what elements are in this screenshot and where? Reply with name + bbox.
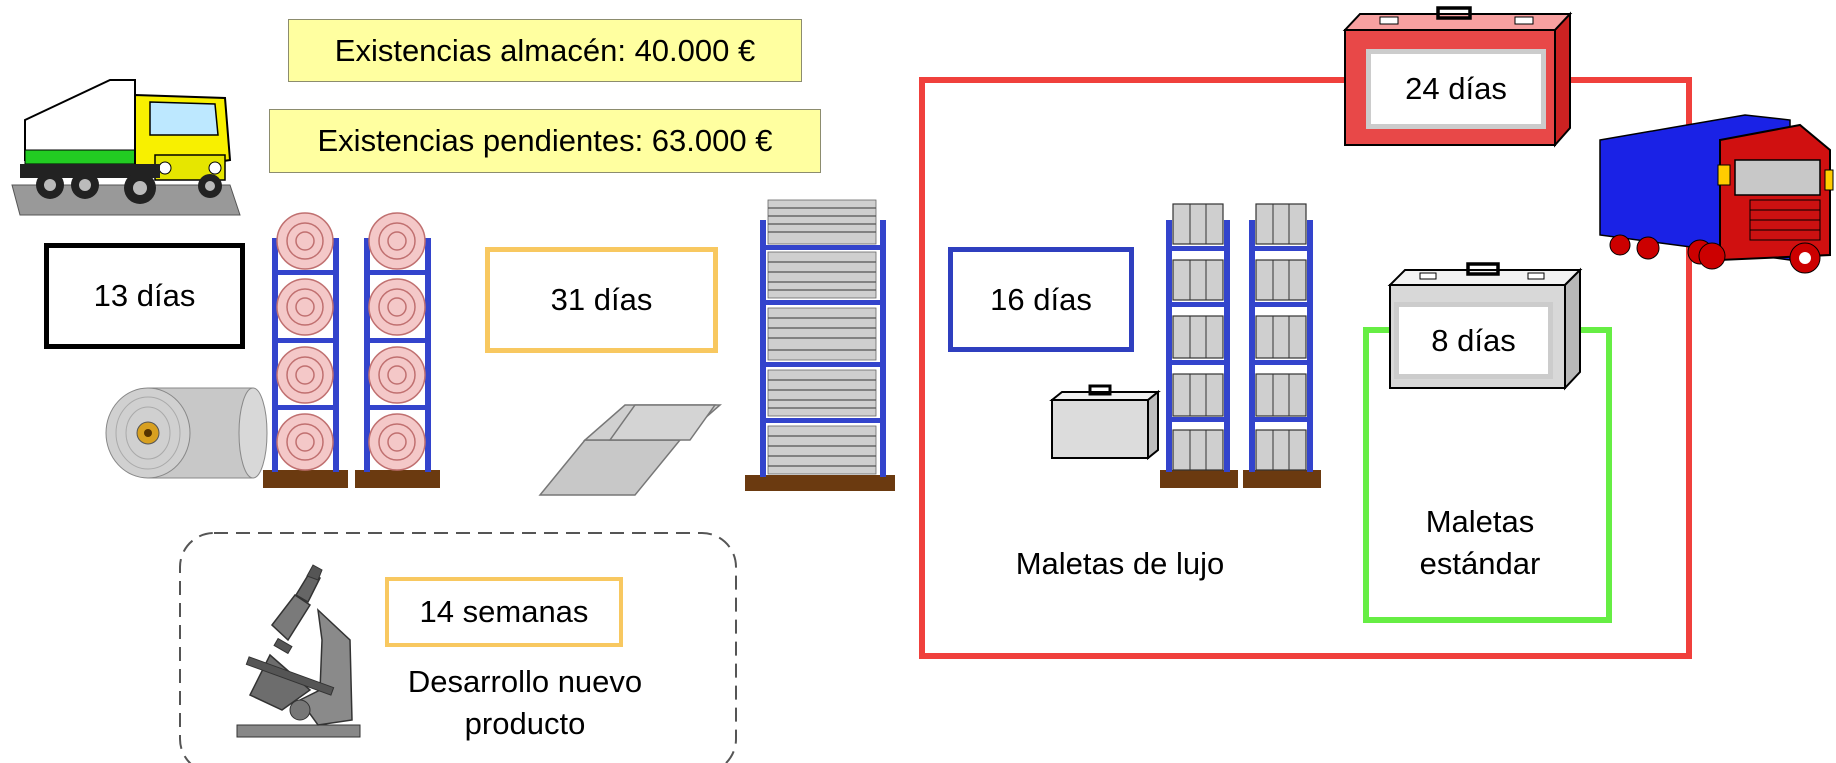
pending-stock-text: Existencias pendientes: 63.000 € [317, 123, 773, 158]
wip-days-box: 31 días [485, 247, 718, 353]
development-label-line2: producto [464, 706, 586, 741]
development-frame [179, 532, 737, 763]
standard-label-line2: estándar [1419, 546, 1541, 581]
raw-material-rack-2 [355, 212, 440, 488]
raw-material-days-value: 13 días [93, 278, 196, 313]
standard-suitcases-label: Maletas estándar [1390, 501, 1570, 585]
warehouse-stock-note: Existencias almacén: 40.000 € [288, 19, 802, 82]
cut-sheets-icon [538, 404, 722, 496]
pending-stock-note: Existencias pendientes: 63.000 € [269, 109, 821, 173]
standard-days-box: 8 días [1394, 302, 1553, 379]
total-days-box: 24 días [1366, 49, 1546, 129]
standard-label-line1: Maletas [1425, 504, 1535, 539]
development-weeks-value: 14 semanas [419, 594, 589, 629]
wip-days-value: 31 días [550, 282, 653, 317]
luxury-suitcases-label: Maletas de lujo [990, 543, 1250, 585]
delivery-truck-icon [1599, 114, 1834, 274]
total-days-value: 24 días [1405, 71, 1507, 106]
raw-material-rack-1 [263, 212, 348, 488]
development-label: Desarrollo nuevo producto [380, 661, 670, 745]
warehouse-stock-text: Existencias almacén: 40.000 € [334, 32, 756, 68]
luxury-label-text: Maletas de lujo [1015, 546, 1225, 581]
standard-days-value: 8 días [1431, 322, 1516, 358]
wip-rack [745, 199, 895, 491]
development-label-line1: Desarrollo nuevo [407, 664, 643, 699]
small-suitcase-icon [1049, 384, 1161, 461]
finished-goods-frame [919, 77, 1692, 659]
finished-rack-2 [1243, 203, 1321, 488]
raw-material-days-box: 13 días [44, 243, 245, 349]
development-weeks-box: 14 semanas [385, 577, 623, 647]
microscope-icon [236, 564, 361, 738]
fabric-roll-icon [105, 387, 268, 479]
supplier-truck-icon [11, 79, 241, 216]
luxury-days-box: 16 días [948, 247, 1134, 352]
finished-rack-1 [1160, 203, 1238, 488]
luxury-days-value: 16 días [990, 281, 1092, 317]
